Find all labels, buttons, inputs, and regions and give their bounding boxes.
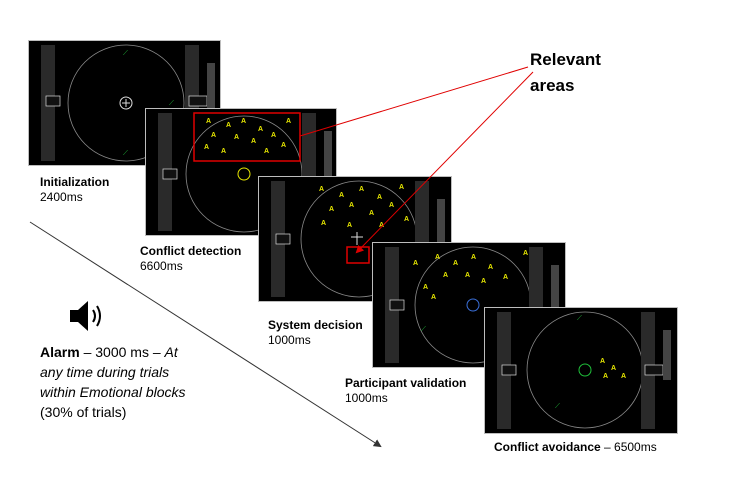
- svg-text:A: A: [431, 294, 436, 301]
- svg-text:⟋: ⟋: [123, 149, 128, 157]
- step-duration: 6600ms: [140, 259, 183, 273]
- step-caption-participant-validation: Participant validation 1000ms: [345, 376, 466, 406]
- alarm-when: At any time during trials within Emotion…: [40, 344, 186, 400]
- svg-text:A: A: [226, 122, 231, 129]
- svg-text:A: A: [423, 284, 428, 291]
- svg-text:⟋: ⟋: [123, 49, 128, 57]
- alarm-label: Alarm: [40, 344, 80, 360]
- svg-text:A: A: [241, 118, 246, 125]
- svg-text:A: A: [264, 148, 269, 155]
- radar-screen-initialization: ⟋ ⟋ ⟋: [28, 40, 221, 166]
- svg-text:A: A: [443, 272, 448, 279]
- svg-text:A: A: [347, 222, 352, 229]
- svg-text:A: A: [389, 202, 394, 209]
- svg-text:A: A: [603, 373, 608, 380]
- svg-text:A: A: [234, 134, 239, 141]
- svg-text:⟋: ⟋: [169, 99, 174, 107]
- svg-text:A: A: [465, 272, 470, 279]
- svg-text:A: A: [321, 220, 326, 227]
- step-caption-initialization: Initialization 2400ms: [40, 175, 109, 205]
- svg-text:A: A: [204, 144, 209, 151]
- svg-text:A: A: [488, 264, 493, 271]
- svg-text:A: A: [319, 186, 324, 193]
- step-title: Conflict avoidance: [494, 440, 601, 454]
- step-title: Conflict detection: [140, 244, 242, 258]
- svg-text:A: A: [404, 216, 409, 223]
- svg-text:A: A: [369, 210, 374, 217]
- step-duration: 1000ms: [268, 333, 311, 347]
- svg-text:A: A: [621, 373, 626, 380]
- svg-text:A: A: [471, 254, 476, 261]
- svg-text:A: A: [611, 365, 616, 372]
- svg-text:A: A: [481, 278, 486, 285]
- svg-text:⟋: ⟋: [421, 325, 426, 333]
- svg-text:A: A: [339, 192, 344, 199]
- svg-text:A: A: [523, 250, 528, 257]
- svg-text:A: A: [286, 118, 291, 125]
- svg-text:A: A: [271, 132, 276, 139]
- svg-text:A: A: [379, 222, 384, 229]
- svg-text:A: A: [453, 260, 458, 267]
- svg-text:A: A: [211, 132, 216, 139]
- step-caption-conflict-detection: Conflict detection 6600ms: [140, 244, 241, 274]
- svg-text:⟋: ⟋: [555, 402, 560, 410]
- svg-text:A: A: [503, 274, 508, 281]
- step-title: System decision: [268, 318, 363, 332]
- step-caption-system-decision: System decision 1000ms: [268, 318, 363, 348]
- alarm-timing: – 3000 ms –: [79, 344, 165, 360]
- svg-text:A: A: [221, 148, 226, 155]
- svg-text:A: A: [281, 142, 286, 149]
- step-title: Participant validation: [345, 376, 467, 390]
- svg-text:⟋: ⟋: [577, 314, 582, 322]
- svg-text:A: A: [435, 254, 440, 261]
- speaker-icon: [70, 301, 101, 331]
- svg-text:A: A: [206, 118, 211, 125]
- svg-text:A: A: [377, 194, 382, 201]
- alarm-share: (30% of trials): [40, 404, 127, 420]
- svg-text:A: A: [251, 138, 256, 145]
- svg-text:A: A: [258, 126, 263, 133]
- svg-text:A: A: [349, 202, 354, 209]
- relevant-areas-label: Relevant areas: [530, 50, 601, 95]
- svg-text:A: A: [600, 358, 605, 365]
- svg-text:A: A: [329, 206, 334, 213]
- svg-text:A: A: [413, 260, 418, 267]
- svg-text:A: A: [399, 184, 404, 191]
- alarm-description: Alarm – 3000 ms – At any time during tri…: [40, 342, 200, 422]
- step-title: Initialization: [40, 175, 110, 189]
- step-duration: – 6500ms: [604, 440, 657, 454]
- step-duration: 2400ms: [40, 190, 83, 204]
- step-caption-conflict-avoidance: Conflict avoidance – 6500ms: [494, 440, 657, 455]
- step-duration: 1000ms: [345, 391, 388, 405]
- svg-text:A: A: [359, 186, 364, 193]
